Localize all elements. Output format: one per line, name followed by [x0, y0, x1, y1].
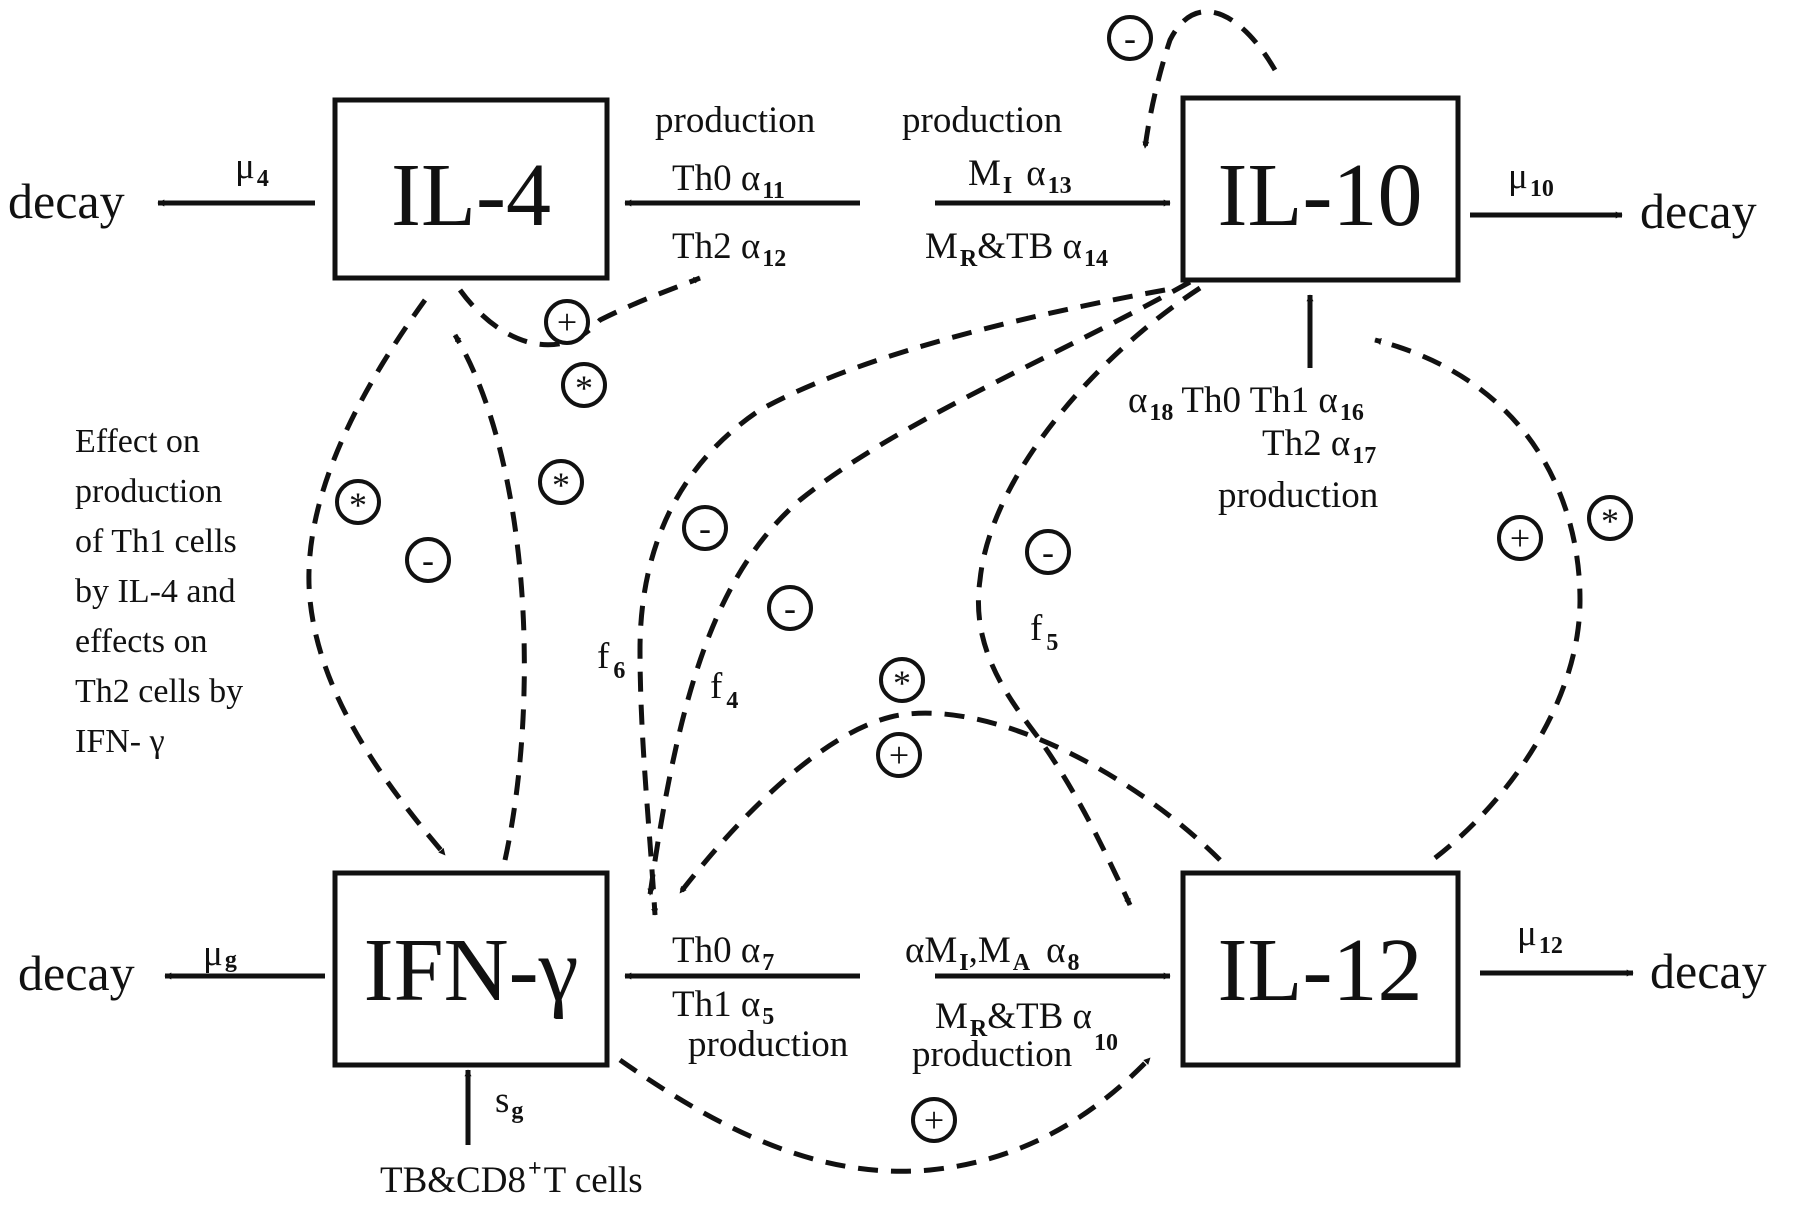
minus-symbol-il4-ifng: - — [405, 537, 451, 583]
il12-box — [1180, 870, 1461, 1068]
ifng-production-word: production — [688, 1024, 848, 1065]
il10-self-inhibition-curve — [1142, 9, 1278, 149]
ifng-production-th1: Th1 α5 — [672, 984, 774, 1030]
svg-text:*: * — [349, 485, 367, 525]
svg-text:*: * — [1601, 501, 1619, 541]
plus-symbol-il4-th2: + — [544, 299, 590, 345]
star-symbol-ifng-il4: * — [538, 459, 584, 505]
star-symbol-il4-th2: * — [561, 362, 607, 408]
il10-box — [1180, 95, 1461, 283]
svg-text:of Th1 cells: of Th1 cells — [75, 523, 237, 560]
il12-decay-rate: μ12 — [1517, 913, 1563, 959]
plus-symbol-ifng-il12: + — [911, 1097, 957, 1143]
ifng-source-cells: TB&CD8+T cells — [380, 1156, 643, 1201]
svg-text:*: * — [893, 663, 911, 703]
il10-production-th2: Th2 α17 — [1262, 423, 1376, 469]
il4-to-th2-curve — [457, 275, 701, 348]
plus-symbol-il12-ifng: + — [876, 732, 922, 778]
svg-text:production: production — [75, 473, 222, 510]
il4-decay-label: decay — [8, 173, 125, 229]
svg-text:-: - — [699, 508, 711, 548]
svg-text:-: - — [422, 540, 434, 580]
svg-text:+: + — [557, 302, 577, 342]
svg-text:*: * — [552, 465, 570, 505]
il10-decay-label: decay — [1640, 183, 1757, 239]
il10-to-il12-f5-curve — [976, 285, 1202, 907]
minus-symbol-f4: - — [767, 585, 813, 631]
il12-to-ifng-curve — [678, 710, 1222, 895]
minus-symbol-f5: - — [1025, 529, 1071, 575]
ifng-to-il4-curve — [452, 333, 527, 861]
il10-decay-rate: μ10 — [1508, 156, 1554, 202]
svg-text:IFN- γ: IFN- γ — [75, 723, 165, 760]
il10-label: IL-10 — [1218, 146, 1423, 245]
svg-text:+: + — [924, 1100, 944, 1140]
svg-text:by IL-4 and: by IL-4 and — [75, 573, 236, 610]
il10-to-ifng-f6-curve — [637, 287, 1166, 916]
il12-decay-label: decay — [1650, 943, 1767, 999]
svg-text:+: + — [889, 735, 909, 775]
il4-box — [332, 97, 610, 281]
minus-symbol-f6: - — [682, 505, 728, 551]
il10-to-ifng-f4-curve — [647, 279, 1192, 896]
il12-label: IL-12 — [1218, 921, 1423, 1020]
minus-symbol-il10-self: - — [1107, 15, 1153, 61]
star-symbol-il12-il10: * — [1587, 495, 1633, 541]
il4-production-th0: Th0 α11 — [672, 158, 785, 204]
svg-text:effects on: effects on — [75, 623, 207, 660]
svg-text:-: - — [1042, 532, 1054, 572]
ifng-source-rate: sg — [495, 1080, 523, 1124]
il4-label: IL-4 — [391, 146, 551, 245]
svg-text:Th2 cells by: Th2 cells by — [75, 673, 243, 710]
star-symbol-il4-ifng: * — [335, 479, 381, 525]
plus-symbol-il12-il10: + — [1497, 515, 1543, 561]
il4-to-ifng-curve — [306, 298, 447, 857]
svg-text:Effect on: Effect on — [75, 423, 200, 460]
il12-to-il10-curve — [1374, 337, 1583, 860]
ifng-production-th0: Th0 α7 — [672, 930, 774, 976]
il12-production-word: production — [912, 1034, 1072, 1075]
il12-production-mr-tb: MR&TB α10 — [935, 996, 1118, 1056]
ifng-label: IFN-γ — [364, 921, 579, 1020]
ifng-decay-label: decay — [18, 945, 135, 1001]
il10-production-word: production — [902, 100, 1062, 141]
svg-text:+: + — [1510, 518, 1530, 558]
svg-text:*: * — [575, 368, 593, 408]
il4-decay-rate: μ4 — [235, 146, 269, 192]
il10-production-word-bottom: production — [1218, 475, 1378, 516]
il10-production-mr-tb: MR&TB α14 — [925, 226, 1108, 272]
star-symbol-il12-ifng: * — [879, 657, 925, 703]
th-cell-effect-annotation: Effect on production of Th1 cells by IL-… — [75, 423, 243, 760]
ifng-decay-rate: μg — [203, 933, 237, 974]
il4-production-th2: Th2 α12 — [672, 226, 786, 272]
svg-text:-: - — [784, 588, 796, 628]
svg-text:-: - — [1124, 18, 1136, 58]
il4-production-word: production — [655, 100, 815, 141]
ifng-to-il12-curve — [618, 1056, 1152, 1174]
ifng-box — [332, 870, 610, 1068]
